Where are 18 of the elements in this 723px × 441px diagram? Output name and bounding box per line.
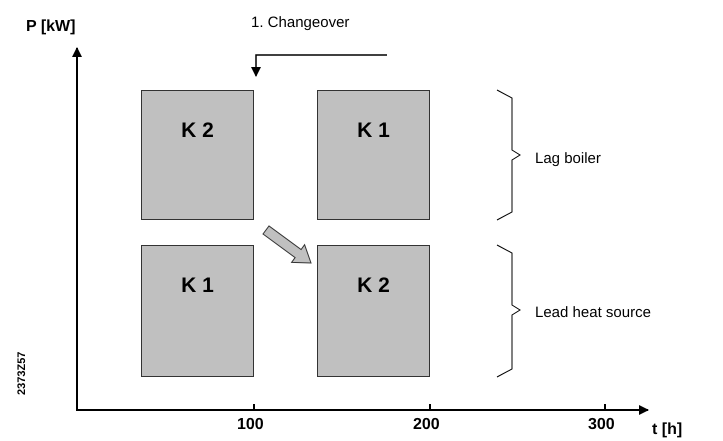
axis-label: t [h] xyxy=(652,421,682,439)
document-number: 2373Z57 xyxy=(16,352,28,395)
axis-label: P [kW] xyxy=(26,18,76,36)
block-arrow xyxy=(262,225,312,264)
boiler-box xyxy=(317,90,430,220)
tick-label: 200 xyxy=(413,416,440,434)
boiler-box xyxy=(141,245,254,377)
group-label: Lead heat source xyxy=(535,304,651,321)
boiler-box xyxy=(317,245,430,377)
boiler-box xyxy=(141,90,254,220)
annotation-text: 1. Changeover xyxy=(251,14,350,31)
boiler-label: K 1 xyxy=(357,119,390,143)
tick-label: 300 xyxy=(588,416,615,434)
tick-label: 100 xyxy=(237,416,264,434)
boiler-label: K 2 xyxy=(357,274,390,298)
boiler-label: K 1 xyxy=(181,274,214,298)
group-label: Lag boiler xyxy=(535,150,601,167)
boiler-label: K 2 xyxy=(181,119,214,143)
